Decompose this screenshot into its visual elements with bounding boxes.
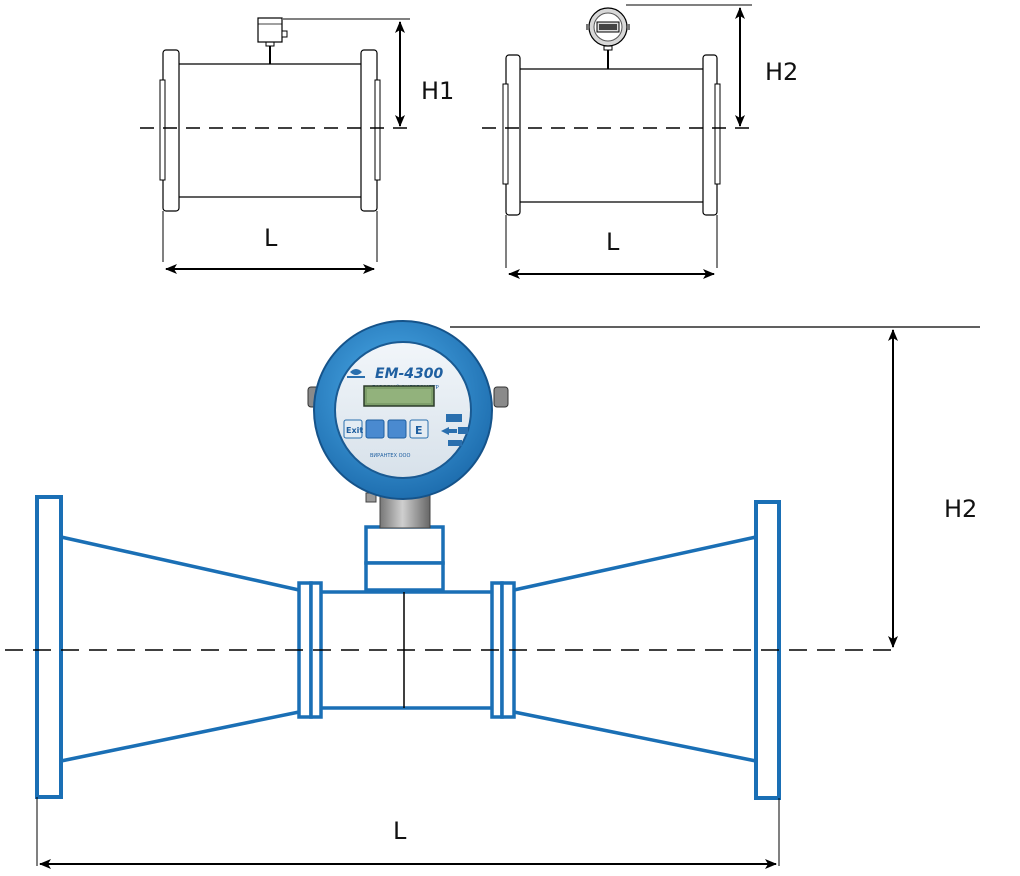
svg-text:Exit: Exit bbox=[346, 426, 363, 435]
right-flange bbox=[702, 54, 721, 216]
device-footer: ВИРАНТЕХ ООО bbox=[370, 453, 410, 459]
round-display-icon bbox=[586, 7, 630, 69]
meter-diagram-h2-small: H2 L bbox=[482, 4, 798, 279]
down-button[interactable] bbox=[387, 419, 407, 439]
right-flange bbox=[360, 49, 381, 212]
left-flange bbox=[502, 54, 521, 216]
arrow-icon bbox=[441, 414, 468, 446]
meter-diagram-h2-large: EM-4300 ГАЗОВЫЙ ЭНЕРГОМЕТР Exit E bbox=[5, 320, 980, 869]
small-transmitter-icon bbox=[257, 17, 288, 64]
enter-button[interactable]: E bbox=[409, 419, 429, 439]
meter-diagram-h1: H1 L bbox=[140, 17, 454, 274]
mounting-block bbox=[364, 525, 445, 592]
l-label: L bbox=[393, 817, 407, 845]
pipe-body bbox=[179, 63, 361, 198]
h2-label: H2 bbox=[765, 58, 798, 86]
em4300-display-unit: EM-4300 ГАЗОВЫЙ ЭНЕРГОМЕТР Exit E bbox=[307, 320, 509, 500]
left-cone bbox=[60, 535, 300, 763]
right-cone bbox=[513, 535, 757, 763]
exit-button[interactable]: Exit bbox=[343, 419, 363, 439]
device-model: EM-4300 bbox=[375, 366, 444, 382]
l-label: L bbox=[606, 228, 620, 256]
brand-logo-icon bbox=[347, 369, 365, 378]
left-end-flange bbox=[35, 495, 63, 799]
l-label: L bbox=[264, 224, 278, 252]
h2-label: H2 bbox=[944, 495, 977, 523]
pipe-body bbox=[520, 68, 703, 203]
left-flange bbox=[159, 49, 180, 212]
svg-text:E: E bbox=[415, 424, 423, 437]
h1-label: H1 bbox=[421, 77, 454, 105]
up-button[interactable] bbox=[365, 419, 385, 439]
